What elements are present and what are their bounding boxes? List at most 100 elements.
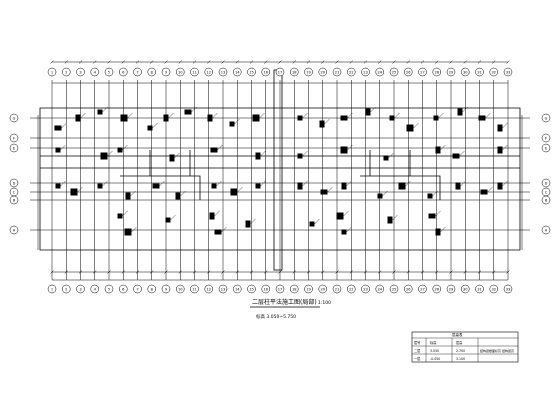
axis-label: 16 (263, 287, 268, 291)
axis-bubble: B (541, 195, 551, 205)
dim-tick (235, 60, 239, 64)
axis-label: A (545, 228, 548, 232)
axis-bubble: 10 (176, 284, 185, 294)
column (125, 192, 131, 200)
axis-bubble: 15 (247, 284, 256, 294)
tb-cell: 层高 (456, 340, 462, 345)
column (75, 114, 81, 122)
dim-tick (207, 270, 211, 274)
axis-bubble: 29 (446, 284, 456, 294)
tb-cell: 二层 (414, 348, 420, 353)
axis-circle (190, 284, 199, 294)
axis-circle (541, 225, 551, 235)
elevation-note: 标高 3.050~5.750 (256, 313, 296, 320)
axis-bubble: 13 (218, 284, 228, 294)
column (55, 147, 61, 153)
column (120, 114, 128, 122)
dim-tick (335, 60, 339, 64)
axis-bubble: 21 (332, 284, 342, 294)
leader-line (347, 144, 353, 151)
axis-bubble: 33 (503, 284, 513, 294)
leader-line (60, 180, 66, 187)
axis-bubble: 27 (418, 67, 427, 77)
leader-line (440, 144, 446, 151)
axis-label: 31 (477, 70, 482, 74)
axis-bubble: 19 (304, 284, 313, 294)
axis-circle (461, 67, 470, 77)
axis-bubble: 27 (418, 284, 427, 294)
axis-bubble: 18 (290, 284, 299, 294)
axis-label: 7 (136, 70, 138, 74)
axis-label: 11 (192, 70, 197, 74)
axis-bubble: 28 (432, 284, 441, 294)
axis-label: F (13, 136, 15, 140)
axis-bubble: 22 (347, 284, 356, 294)
axis-label: 30 (463, 287, 468, 291)
axis-circle (190, 67, 199, 77)
dim-tick (492, 60, 496, 64)
axis-label: 2 (65, 70, 67, 74)
axis-bubble: 6 (119, 67, 128, 77)
dim-tick (420, 270, 425, 274)
axis-bubble: 20 (318, 67, 327, 77)
dim-tick (463, 270, 467, 274)
column-symbols (54, 106, 508, 236)
title-block-footer: 结构层楼面标高 结构层高 (480, 348, 514, 353)
axis-label: 31 (477, 287, 482, 291)
column (406, 124, 414, 132)
leader-line (130, 190, 136, 197)
leader-line (346, 226, 352, 233)
axis-circle (404, 67, 413, 77)
axis-circle (541, 178, 551, 188)
outer-wall (39, 107, 521, 251)
dim-tick (135, 60, 140, 64)
axis-circle (541, 133, 551, 143)
column (297, 153, 303, 159)
axis-label: 23 (363, 70, 368, 74)
axis-label: B (545, 198, 548, 202)
axis-label: 6 (122, 287, 125, 291)
axis-circle (9, 133, 19, 143)
axis-label: 15 (249, 70, 254, 74)
leader-line (460, 180, 466, 187)
column (165, 217, 171, 223)
leader-line (413, 122, 419, 129)
column (340, 115, 348, 121)
column (478, 115, 486, 121)
dim-tick (249, 270, 254, 274)
dim-tick (264, 60, 268, 64)
axis-label: 20 (320, 287, 325, 291)
dim-tick (192, 60, 197, 64)
column (211, 183, 217, 189)
axis-bubble: 26 (404, 67, 413, 77)
axis-label: G (13, 116, 16, 120)
axis-label: 10 (178, 70, 183, 74)
leader-line (170, 214, 176, 221)
dim-tick (164, 60, 168, 64)
axis-circle (9, 178, 19, 188)
axis-label: C (13, 190, 16, 194)
axis-label: 14 (235, 287, 240, 291)
axis-label: 24 (377, 287, 382, 291)
leader-line (180, 190, 186, 197)
axis-bubble: 12 (204, 284, 213, 294)
column (147, 125, 153, 131)
column (97, 109, 103, 115)
axis-label: 28 (434, 70, 439, 74)
column (309, 221, 315, 227)
axis-bubble: 30 (461, 67, 470, 77)
column (214, 229, 222, 235)
axis-circle (290, 67, 299, 77)
dim-tick (378, 60, 382, 64)
axis-label: D (13, 181, 16, 185)
dim-tick (392, 60, 396, 64)
dim-tick (50, 60, 54, 64)
column (209, 212, 215, 220)
axis-circle (104, 67, 114, 77)
column (365, 108, 371, 116)
axis-label: G (545, 116, 548, 120)
axis-circle (76, 284, 85, 294)
axis-bubble: E (541, 143, 551, 153)
axis-label: 32 (491, 287, 496, 291)
